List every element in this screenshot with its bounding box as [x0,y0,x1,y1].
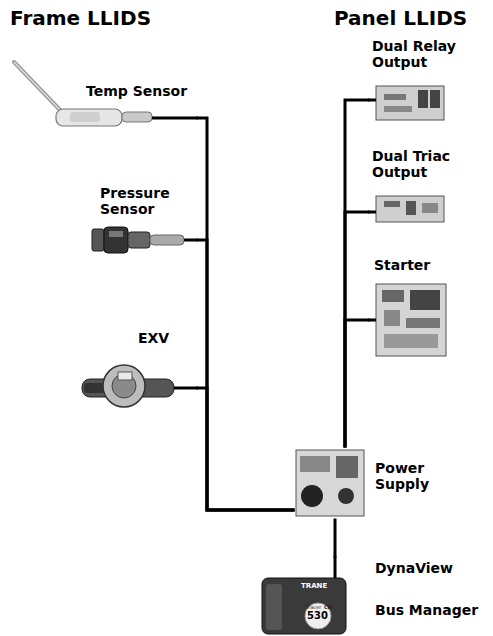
exv-picture [82,365,198,407]
component-label: Starter [374,257,474,273]
component-label: Bus Manager [375,602,479,618]
triac-board-picture [368,196,444,222]
temp-sensor-picture [14,62,198,126]
component-label: Dual Relay Output [372,38,476,70]
bus-connector [334,520,337,556]
component-label: Temp Sensor [86,83,196,99]
sensor-box: Pressure Sensor [85,185,198,260]
power-supply-box: Power Supply [293,446,473,520]
component-label: Power Supply [375,460,465,492]
bus-connector [198,118,293,510]
board-box: Dual Relay Output [368,38,480,126]
dynaview-device-picture [262,556,346,634]
valve-box: EXV [78,328,198,416]
pressure-sensor-picture [92,227,198,253]
starter-board-picture [368,284,446,356]
bus-connector [198,240,293,510]
group-heading: Panel LLIDS [334,6,467,30]
component-label: EXV [138,330,193,346]
power-supply-picture [296,450,364,516]
board-box: Starter [368,255,480,360]
component-label: Dual Triac Output [372,148,476,180]
brand-mark: TRANE [301,582,327,590]
component-label: Pressure Sensor [100,185,195,217]
relay-board-picture [368,86,444,120]
bus-connector [198,388,293,510]
group-heading: Frame LLIDS [10,6,151,30]
board-box: Dual Triac Output [368,148,480,226]
device-text: Tracer [306,604,321,610]
sensor-box: Temp Sensor [8,55,198,133]
bus-connector [345,100,368,446]
model-number: 530 [307,610,328,621]
bus-manager-box: DynaViewBus Manager [258,556,481,634]
bus-connector [345,320,368,446]
component-label: DynaView [375,560,479,576]
device-text: CH [324,604,332,610]
bus-connector [345,212,368,446]
